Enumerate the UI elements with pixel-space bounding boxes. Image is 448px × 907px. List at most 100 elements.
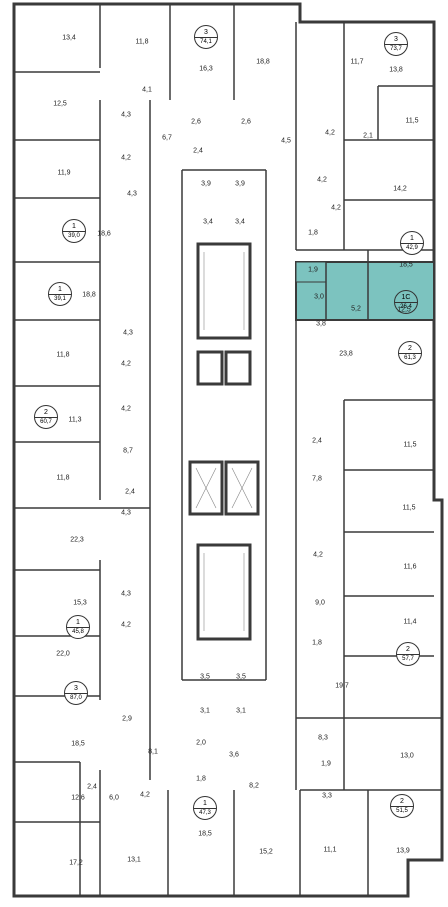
room-area-label: 3,6 (229, 751, 239, 759)
room-area-label: 3,3 (322, 792, 332, 800)
room-area-label: 4,2 (331, 204, 341, 212)
room-area-label: 8,2 (249, 782, 259, 790)
room-area-label: 18,5 (399, 261, 413, 269)
room-area-label: 23,8 (339, 350, 353, 358)
room-area-label: 4,2 (325, 129, 335, 137)
room-area-label: 3,8 (316, 320, 326, 328)
room-area-label: 2,9 (122, 715, 132, 723)
room-area-label: 16,3 (199, 65, 213, 73)
room-area-label: 11,5 (405, 117, 419, 125)
room-area-label: 6,7 (162, 134, 172, 142)
room-area-label: 3,4 (203, 218, 213, 226)
room-area-label: 2,6 (191, 118, 201, 126)
room-area-label: 11,8 (56, 351, 70, 359)
room-area-label: 4,3 (123, 329, 133, 337)
room-area-label: 11,8 (135, 38, 149, 46)
room-area-label: 11,4 (403, 618, 417, 626)
room-area-label: 4,3 (121, 509, 131, 517)
room-area-label: 17,2 (69, 859, 83, 867)
room-area-label: 11,9 (57, 169, 71, 177)
room-area-label: 3,9 (201, 180, 211, 188)
room-area-label: 18,6 (97, 230, 111, 238)
room-area-label: 2,4 (125, 488, 135, 496)
room-area-label: 8,3 (318, 734, 328, 742)
room-area-label: 12,6 (71, 794, 85, 802)
room-area-label: 6,0 (109, 794, 119, 802)
room-area-label: 1,9 (321, 760, 331, 768)
core (188, 242, 260, 641)
room-area-label: 22,3 (70, 536, 84, 544)
room-area-label: 4,1 (142, 86, 152, 94)
room-area-label: 4,2 (121, 360, 131, 368)
room-area-label: 18,8 (82, 291, 96, 299)
interior-walls (14, 4, 442, 896)
room-area-label: 2,0 (196, 739, 206, 747)
room-area-label: 3,5 (200, 673, 210, 681)
room-area-label: 4,2 (317, 176, 327, 184)
room-area-label: 2,4 (193, 147, 203, 155)
room-area-label: 2,4 (87, 783, 97, 791)
room-area-label: 3,1 (236, 707, 246, 715)
room-area-label: 18,8 (256, 58, 270, 66)
room-area-label: 13,0 (400, 752, 414, 760)
room-area-label: 4,2 (121, 405, 131, 413)
room-area-label: 3,9 (235, 180, 245, 188)
room-area-label: 18,5 (71, 740, 85, 748)
room-area-label: 5,2 (351, 305, 361, 313)
room-area-label: 4,3 (127, 190, 137, 198)
room-area-label: 1,8 (312, 639, 322, 647)
room-area-label: 12,5 (397, 306, 411, 314)
room-area-label: 2,1 (363, 132, 373, 140)
room-area-label: 11,3 (68, 416, 82, 424)
room-area-label: 19,7 (335, 682, 349, 690)
room-area-label: 14,2 (393, 185, 407, 193)
room-area-label: 15,3 (73, 599, 87, 607)
room-area-label: 12,5 (53, 100, 67, 108)
room-area-label: 4,3 (121, 111, 131, 119)
room-area-label: 18,5 (198, 830, 212, 838)
room-area-label: 8,1 (148, 748, 158, 756)
room-area-label: 15,2 (259, 848, 273, 856)
room-area-label: 1,8 (196, 775, 206, 783)
building-outline (12, 2, 444, 898)
room-area-label: 11,1 (323, 846, 337, 854)
room-area-label: 4,5 (281, 137, 291, 145)
room-area-label: 3,1 (200, 707, 210, 715)
room-area-label: 4,2 (121, 154, 131, 162)
room-area-label: 11,5 (402, 504, 416, 512)
room-area-label: 3,4 (235, 218, 245, 226)
room-area-label: 11,8 (56, 474, 70, 482)
room-area-label: 11,5 (403, 441, 417, 449)
room-area-label: 9,0 (315, 599, 325, 607)
room-area-label: 13,8 (389, 66, 403, 74)
room-area-label: 13,1 (127, 856, 141, 864)
room-area-label: 22,0 (56, 650, 70, 658)
room-area-label: 11,6 (403, 563, 417, 571)
room-area-label: 1,9 (308, 266, 318, 274)
room-area-label: 13,4 (62, 34, 76, 42)
room-area-label: 4,3 (121, 590, 131, 598)
room-area-label: 1,8 (308, 229, 318, 237)
room-area-label: 4,2 (313, 551, 323, 559)
room-area-label: 8,7 (123, 447, 133, 455)
room-area-label: 11,7 (350, 58, 364, 66)
room-area-label: 3,0 (314, 293, 324, 301)
room-area-label: 7,8 (312, 475, 322, 483)
stairs (195, 252, 253, 631)
room-area-label: 2,6 (241, 118, 251, 126)
room-area-label: 13,9 (396, 847, 410, 855)
